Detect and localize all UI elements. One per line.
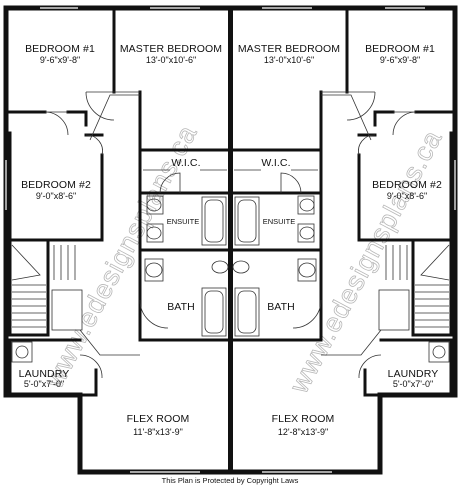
left-laundry-dims: 5'-0"x7'-0" [24,379,64,389]
right-unit-labels: MASTER BEDROOM 13'-0"x10'-6" BEDROOM #1 … [238,43,442,437]
left-bedroom1-dims: 9'-6"x9'-8" [40,55,80,65]
right-interior-walls [229,6,457,397]
watermark-right: www.edesignsplans.ca [283,125,448,399]
right-master-name: MASTER BEDROOM [238,43,340,55]
left-unit-labels: BEDROOM #1 9'-6"x9'-8" MASTER BEDROOM 13… [19,43,222,437]
left-master-name: MASTER BEDROOM [120,43,222,55]
left-ensuite-name: ENSUITE [167,217,200,226]
left-flex-dims: 11'-8"x13'-9" [133,427,183,437]
right-bedroom2-name: BEDROOM #2 [372,179,442,191]
window-lines [5,7,456,473]
left-bedroom1-name: BEDROOM #1 [25,43,95,55]
left-wic-name: W.I.C. [171,157,200,169]
left-laundry-name: LAUNDRY [19,368,70,380]
right-bath-name: BATH [267,301,295,313]
left-master-dims: 13'-0"x10'-6" [146,55,196,65]
stairs-right [378,244,450,331]
left-bath-name: BATH [167,301,195,313]
right-flex-dims: 12'-8"x13'-9" [278,427,328,437]
right-ensuite-name: ENSUITE [263,217,296,226]
right-laundry-name: LAUNDRY [388,368,439,380]
copyright-footer: This Plan is Protected by Copyright Laws [162,476,299,485]
right-laundry-dims: 5'-0"x7'-0" [393,379,433,389]
watermark-group: www.edesignsplans.ca www.edesignsplans.c… [38,119,448,399]
right-bedroom1-dims: 9'-6"x9'-8" [380,55,420,65]
right-master-dims: 13'-0"x10'-6" [264,55,314,65]
right-wic-name: W.I.C. [261,157,290,169]
left-bedroom2-dims: 9'-0"x8'-6" [36,191,76,201]
right-bedroom1-name: BEDROOM #1 [365,43,435,55]
left-flex-name: FLEX ROOM [127,413,190,425]
right-bedroom2-dims: 9'-0"x8'-6" [387,191,427,201]
fixtures [11,91,450,379]
left-interior-walls [4,6,232,397]
left-bedroom2-name: BEDROOM #2 [21,179,91,191]
stairs-left [11,244,83,331]
right-flex-name: FLEX ROOM [272,413,335,425]
